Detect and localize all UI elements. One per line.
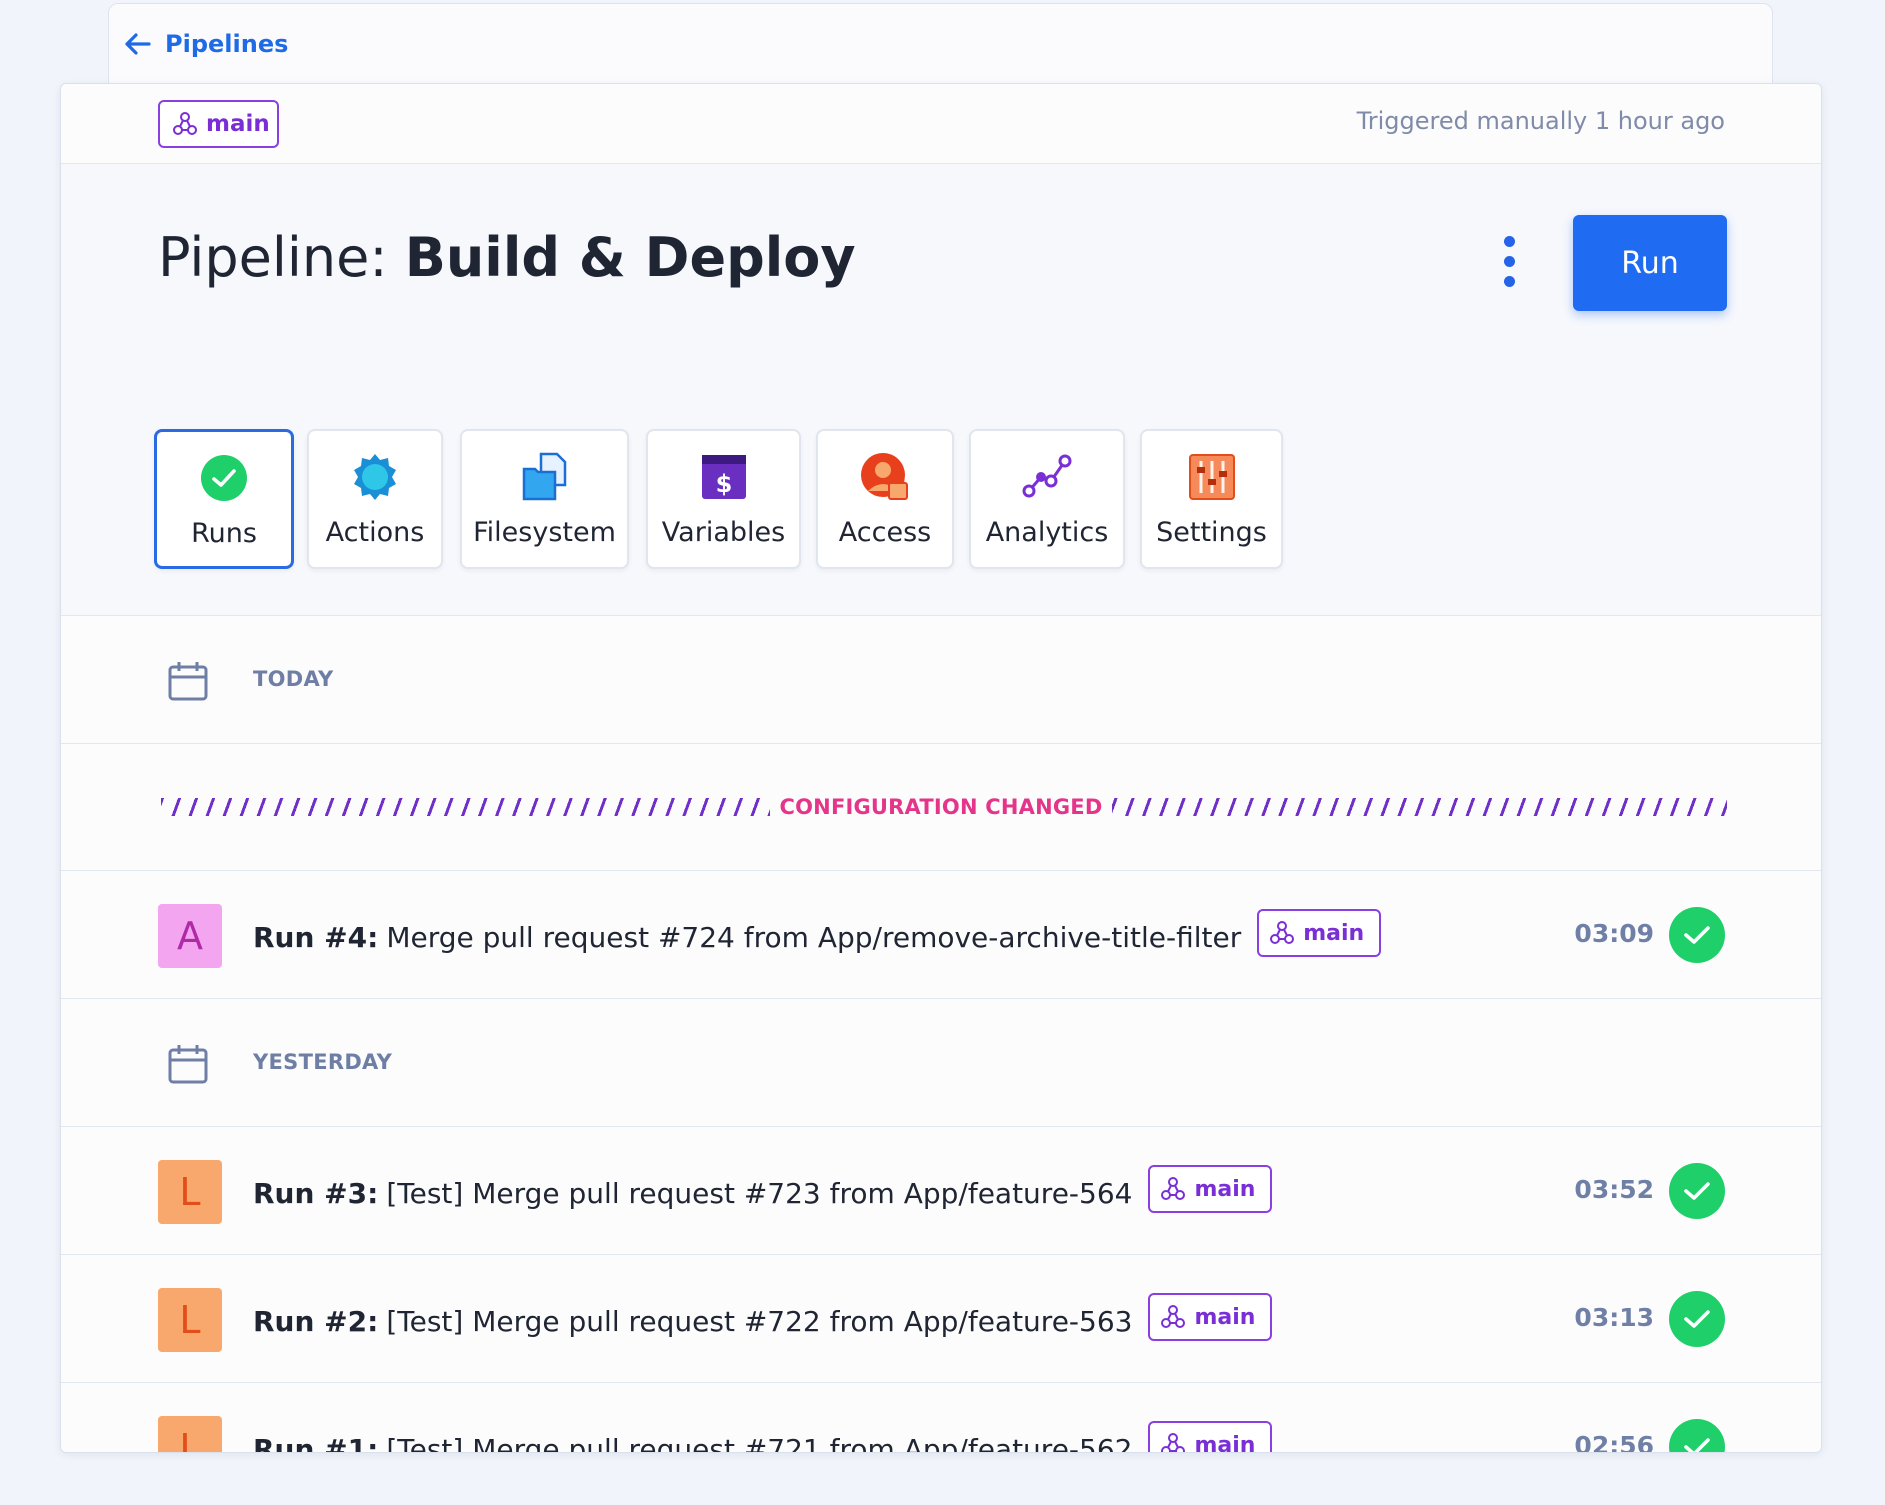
run-duration: 03:13 (1574, 1303, 1654, 1332)
run-number: Run #3: (253, 1176, 379, 1210)
day-label: TODAY (253, 667, 334, 691)
branch-icon (1270, 921, 1295, 944)
run-row[interactable]: A Run #4: Merge pull request #724 from A… (61, 871, 1821, 999)
run-row[interactable]: L Run #1: [Test] Merge pull request #721… (61, 1383, 1821, 1453)
calendar-icon (168, 1045, 208, 1084)
branch-icon (1161, 1177, 1186, 1200)
tab-label: Runs (191, 518, 257, 549)
success-check-icon (1669, 907, 1725, 963)
tab-settings[interactable]: Settings (1140, 429, 1283, 569)
more-options-icon[interactable] (1499, 236, 1519, 294)
tab-actions[interactable]: Actions (307, 429, 443, 569)
branch-badge[interactable]: main (1148, 1165, 1273, 1213)
branch-icon (173, 112, 197, 135)
tab-label: Settings (1156, 517, 1267, 548)
run-message: Merge pull request #724 from App/remove-… (386, 920, 1242, 954)
graph-nodes-icon (1022, 454, 1072, 498)
branch-name: main (1194, 1432, 1256, 1453)
tab-label: Actions (325, 517, 425, 548)
sliders-icon (1188, 454, 1235, 500)
run-number: Run #1: (253, 1432, 379, 1453)
run-number: Run #4: (253, 920, 379, 954)
user-lock-icon (861, 453, 908, 500)
branch-icon (1161, 1305, 1186, 1328)
tab-variables[interactable]: $ Variables (646, 429, 801, 569)
run-row[interactable]: L Run #3: [Test] Merge pull request #723… (61, 1127, 1821, 1255)
tab-access[interactable]: Access (816, 429, 954, 569)
tab-label: Variables (661, 517, 786, 548)
back-bar: Pipelines (108, 3, 1773, 85)
branch-badge[interactable]: main (1257, 909, 1382, 957)
branch-name: main (1303, 920, 1365, 946)
title-prefix: Pipeline: (158, 226, 388, 289)
run-button[interactable]: Run (1573, 215, 1727, 311)
branch-badge[interactable]: main (158, 100, 279, 148)
branch-badge[interactable]: main (1148, 1421, 1273, 1453)
branch-name: main (1194, 1176, 1256, 1202)
run-title: Run #3: [Test] Merge pull request #723 f… (253, 1165, 1273, 1213)
calendar-icon (168, 662, 208, 701)
pipeline-card: main Triggered manually 1 hour ago Pipel… (60, 83, 1822, 1453)
gear-badge-icon (354, 454, 396, 500)
run-title: Run #1: [Test] Merge pull request #721 f… (253, 1421, 1273, 1453)
run-duration: 02:56 (1574, 1431, 1654, 1453)
day-group-yesterday: YESTERDAY (61, 999, 1821, 1127)
trigger-info: Triggered manually 1 hour ago (1356, 107, 1725, 135)
tab-label: Filesystem (473, 517, 616, 548)
pipeline-header: Pipeline: Build & Deploy Run Runs Action… (61, 164, 1821, 616)
branch-name: main (206, 111, 270, 137)
back-label: Pipelines (165, 30, 289, 58)
run-duration: 03:52 (1574, 1175, 1654, 1204)
pipeline-meta-bar: main Triggered manually 1 hour ago (61, 84, 1821, 164)
config-changed-label: CONFIGURATION CHANGED (61, 795, 1821, 819)
branch-icon (1161, 1433, 1186, 1452)
tab-runs[interactable]: Runs (154, 429, 294, 569)
run-message: [Test] Merge pull request #721 from App/… (386, 1432, 1133, 1453)
avatar: L (158, 1416, 222, 1452)
run-number: Run #2: (253, 1304, 379, 1338)
tab-filesystem[interactable]: Filesystem (460, 429, 629, 569)
success-check-icon (1669, 1163, 1725, 1219)
page-title: Pipeline: Build & Deploy (158, 226, 856, 289)
tab-label: Analytics (985, 517, 1109, 548)
avatar: L (158, 1160, 222, 1224)
success-check-icon (1669, 1419, 1725, 1452)
run-duration: 03:09 (1574, 919, 1654, 948)
dollar-box-icon: $ (701, 455, 746, 499)
branch-name: main (1194, 1304, 1256, 1330)
pipeline-name: Build & Deploy (404, 226, 856, 289)
run-title: Run #4: Merge pull request #724 from App… (253, 909, 1382, 957)
config-changed-divider: CONFIGURATION CHANGED (61, 743, 1821, 871)
run-title: Run #2: [Test] Merge pull request #722 f… (253, 1293, 1273, 1341)
run-row[interactable]: L Run #2: [Test] Merge pull request #722… (61, 1255, 1821, 1383)
check-circle-icon (201, 455, 247, 501)
arrow-left-icon (125, 33, 151, 55)
folder-file-icon (522, 452, 566, 501)
day-group-today: TODAY (61, 616, 1821, 744)
run-message: [Test] Merge pull request #722 from App/… (386, 1304, 1133, 1338)
avatar: A (158, 904, 222, 968)
run-message: [Test] Merge pull request #723 from App/… (386, 1176, 1133, 1210)
svg-text:$: $ (715, 470, 732, 498)
tab-analytics[interactable]: Analytics (969, 429, 1125, 569)
day-label: YESTERDAY (253, 1050, 393, 1074)
tab-label: Access (838, 517, 932, 548)
avatar: L (158, 1288, 222, 1352)
back-to-pipelines-link[interactable]: Pipelines (125, 30, 288, 58)
success-check-icon (1669, 1291, 1725, 1347)
branch-badge[interactable]: main (1148, 1293, 1273, 1341)
